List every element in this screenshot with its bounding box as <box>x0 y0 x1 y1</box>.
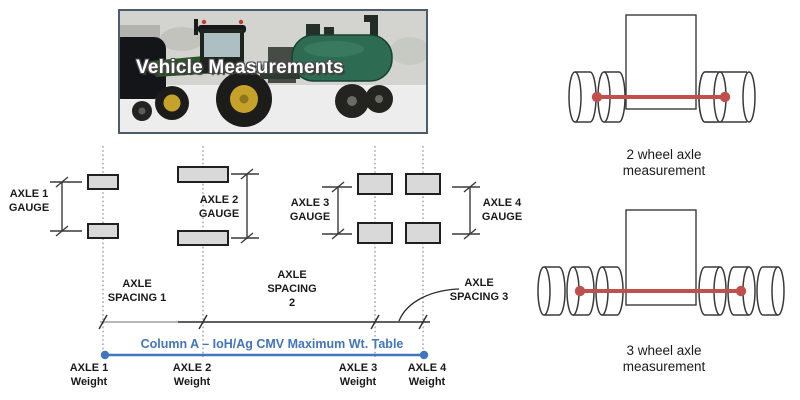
photo-tanker-hatch <box>324 27 334 38</box>
photo-caption: Vehicle Measurements <box>136 57 344 78</box>
axle3-weight-label: AXLE 3 Weight <box>338 362 378 388</box>
tractor-photo-scene <box>110 11 430 132</box>
photo-tractor-window <box>204 33 240 57</box>
three-wheel-caption: 3 wheel axle measurement <box>622 343 706 374</box>
measure-endpoint-right <box>735 285 747 297</box>
axle4-tire-top <box>405 173 441 195</box>
two-wheel-axle-diagram <box>568 14 756 123</box>
axle-diagram-linework <box>50 146 480 360</box>
axle3-tire-bottom <box>357 222 393 244</box>
photo-tanker-hub <box>375 95 383 103</box>
photo-exhaust <box>194 19 198 35</box>
axle2-weight-label: AXLE 2 Weight <box>172 362 212 388</box>
spacing3-leader-curve <box>398 288 460 322</box>
photo-tanker-highlight <box>304 41 364 57</box>
photo-drawbar <box>260 73 300 79</box>
three-wheel-axle-diagram <box>537 209 785 316</box>
axle1-tire-bottom <box>87 223 119 239</box>
axle4-tire-bottom <box>405 222 441 244</box>
axle-measurement-line <box>591 91 731 103</box>
span-endpoint-left <box>100 350 110 360</box>
measure-endpoint-right <box>719 91 731 103</box>
axle1-gauge-dimension <box>50 176 82 237</box>
axle4-gauge-label: AXLE 4 GAUGE <box>481 197 523 223</box>
photo-tanker-pipe <box>370 15 378 39</box>
axle4-gauge-dimension <box>452 181 480 240</box>
axle1-weight-label: AXLE 1 Weight <box>69 362 109 388</box>
photo-tree <box>160 27 204 51</box>
photo-front-rim <box>163 94 181 112</box>
photo-rear-hub <box>239 94 249 104</box>
weight-table-span <box>100 350 429 360</box>
photo-beacon <box>238 19 244 25</box>
tires <box>87 166 441 246</box>
axle3-tire-top <box>357 173 393 195</box>
measure-endpoint-left <box>591 91 603 103</box>
spacing-baseline <box>98 288 460 330</box>
axle4-weight-label: AXLE 4 Weight <box>407 362 447 388</box>
axle2-tire-bottom <box>177 230 229 246</box>
two-wheel-caption: 2 wheel axle measurement <box>622 147 706 178</box>
tractor-photo: Vehicle Measurements <box>110 9 430 134</box>
gauge-dimension-lines <box>50 168 480 244</box>
axle-spacing3-label: AXLE SPACING 3 <box>449 277 509 303</box>
axle-spacing1-label: AXLE SPACING 1 <box>107 278 167 304</box>
column-a-note: Column A – IoH/Ag CMV Maximum Wt. Table <box>140 337 404 351</box>
axle2-tire-top <box>177 166 229 183</box>
photo-beacon <box>201 19 207 25</box>
vehicle-body <box>625 14 697 110</box>
spacing-ticks <box>98 314 428 330</box>
axle1-gauge-label: AXLE 1 GAUGE <box>8 188 50 214</box>
photo-front-tank-hub <box>138 107 146 115</box>
photo-tanker-hub <box>347 96 357 106</box>
axle2-gauge-label: AXLE 2 GAUGE <box>198 194 240 220</box>
span-endpoint-right <box>419 350 429 360</box>
wheels <box>537 266 785 316</box>
axle-measurement-line <box>574 285 747 297</box>
photo-tree <box>390 37 430 65</box>
axle2-gauge-dimension <box>231 168 259 244</box>
measure-endpoint-left <box>574 285 586 297</box>
photo-front-tank <box>110 37 166 99</box>
axle1-tire-top <box>87 174 119 190</box>
axle3-gauge-dimension <box>322 181 352 240</box>
axle-spacing2-label: AXLE SPACING 2 <box>267 269 317 309</box>
axle3-gauge-label: AXLE 3 GAUGE <box>289 197 331 223</box>
